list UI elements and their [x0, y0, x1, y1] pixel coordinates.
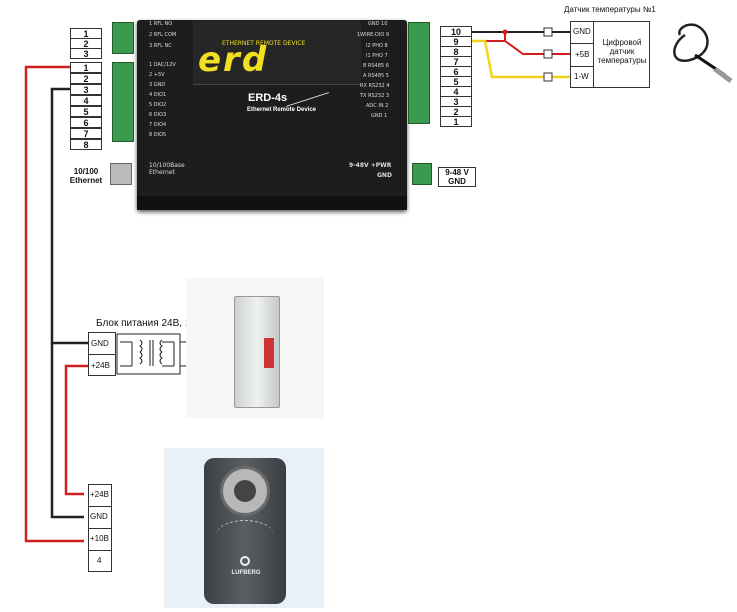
device-pin-label: 6 DIO3: [149, 112, 167, 118]
psu-led-strip: [264, 338, 274, 368]
psu-title: Блок питания 24В, 1А: [96, 318, 198, 329]
actuator-row-sep: [88, 528, 112, 529]
pwr-port-label: 9-48V +PWR: [349, 162, 392, 169]
sensor-description: Цифровой датчик температуры: [597, 38, 647, 65]
device-pin-label: 1WIRE-DIO 9: [357, 32, 390, 38]
psu-symbol: [116, 333, 200, 375]
device-pin-label: A RS485 5: [363, 73, 389, 79]
sensor-probe-icon: [673, 23, 733, 83]
actuator-dial-core: [234, 480, 256, 502]
device-pin-label: 1 RFL NO: [149, 21, 173, 27]
model-subtitle: Ethernet Remote Device: [247, 107, 317, 113]
device-pin-label: 5 DIO2: [149, 102, 167, 108]
wire-red-psu: [64, 364, 88, 496]
sensor-pin-1w: 1-W: [574, 72, 589, 81]
terminal-block-power: [412, 163, 432, 185]
eth-port-label: 10/100Base Ethernet: [149, 162, 185, 176]
terminal-right: 1: [440, 116, 472, 127]
device-pin-label: 1 DAC/12V: [149, 62, 176, 68]
terminal-io: 4: [70, 95, 102, 106]
device-pin-label: 4 DIO1: [149, 92, 167, 98]
device-pin-label: GND 1: [371, 113, 388, 119]
terminal-io: 6: [70, 117, 102, 128]
actuator-pin-4: 4: [97, 556, 102, 565]
actuator-pin-24v: +24В: [90, 490, 109, 499]
actuator-photo: LUFBERG: [164, 448, 324, 608]
device-pin-label: 2 +5V: [149, 72, 165, 78]
sensor-box: [570, 21, 650, 88]
actuator-brand-icon: [240, 556, 250, 566]
terminal-block-relay: [112, 22, 134, 54]
pwr-gnd-label: GND: [377, 172, 392, 179]
actuator-brand: LUFBERG: [231, 570, 261, 576]
resistor-3: [543, 72, 553, 82]
psu-pin-24v: +24В: [91, 361, 110, 370]
ethernet-port: [110, 163, 132, 185]
actuator-pin-gnd: GND: [90, 512, 108, 521]
device-front-edge: [137, 196, 407, 210]
actuator-scale: [216, 520, 274, 549]
erd-logo: erd: [198, 40, 269, 80]
terminal-io: 7: [70, 128, 102, 139]
device-pin-label: I2 PHO 8: [366, 43, 388, 49]
sensor-row-sep: [570, 66, 594, 67]
ethernet-label: 10/100 Ethernet: [69, 167, 103, 185]
terminal-io: 3: [70, 84, 102, 95]
device-pin-label: 8 DIO5: [149, 132, 167, 138]
psu-row-sep: [88, 354, 116, 355]
model-label: ERD-4s: [248, 92, 288, 104]
erd-device: [137, 20, 407, 210]
resistor-1: [543, 27, 553, 37]
junction-dot: [502, 29, 508, 35]
actuator-row-sep: [88, 506, 112, 507]
actuator-dial: [220, 466, 270, 516]
terminal-io: 2: [70, 73, 102, 84]
actuator-pin-10v: +10В: [90, 534, 109, 543]
terminal-block-right: [408, 22, 430, 124]
actuator-row-sep: [88, 550, 112, 551]
wire-yellow-sensor: [472, 39, 570, 79]
psu-pin-gnd: GND: [91, 339, 109, 348]
psu-photo: [186, 278, 324, 418]
terminal-io: 5: [70, 106, 102, 117]
resistor-2: [543, 49, 553, 59]
device-pin-label: 7 DIO4: [149, 122, 167, 128]
wire-red-left: [24, 65, 84, 543]
terminal-block-io: [112, 62, 134, 142]
device-pin-label: 3 GND: [149, 82, 166, 88]
terminal-io: 1: [70, 62, 102, 73]
device-pin-label: ADC IN 2: [366, 103, 389, 109]
sensor-divider: [593, 21, 594, 88]
device-pin-label: TX RS232 3: [360, 93, 390, 99]
sensor-pin-5v: +5В: [575, 50, 590, 59]
terminal-relay: 3: [70, 48, 102, 59]
sensor-pin-gnd: GND: [573, 27, 591, 36]
wire-black-left: [50, 87, 88, 519]
terminal-io: 8: [70, 139, 102, 150]
device-label-panel: [193, 20, 361, 85]
brand-top: ETHERNET REMOTE DEVICE: [222, 40, 306, 47]
device-pin-label: GND 10: [368, 21, 388, 27]
device-pin-label: 2 RFL COM: [149, 32, 177, 38]
sensor-row-sep: [570, 43, 594, 44]
device-pin-label: RX RS232 4: [360, 83, 390, 89]
device-pin-label: I1 PHO 7: [366, 53, 388, 59]
device-pin-label: 3 RFL NC: [149, 43, 172, 49]
power-label: 9-48 V GND: [438, 167, 476, 187]
sensor-title: Датчик температуры №1: [564, 5, 656, 14]
device-pin-label: B RS485 6: [363, 63, 389, 69]
